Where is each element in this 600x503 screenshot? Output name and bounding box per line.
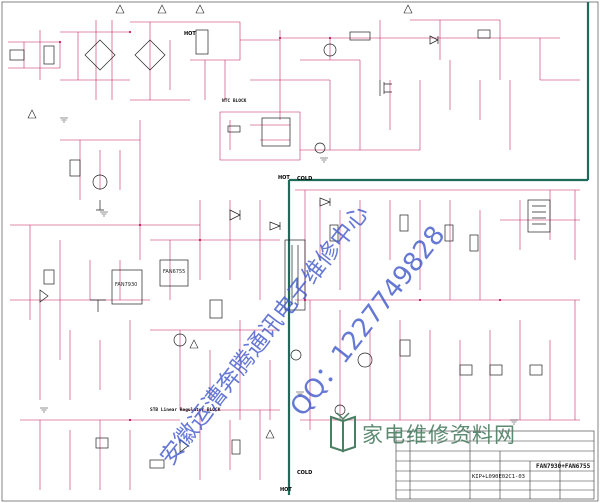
zone-hot-bottom: HOT	[280, 487, 292, 493]
zone-hot-top: HOT	[184, 31, 196, 37]
title-model: FAN7930+FAN6755	[536, 463, 591, 470]
junction-dots	[58, 30, 502, 422]
zone-cold-mid: COLD	[297, 176, 313, 182]
ground-symbols	[40, 117, 518, 425]
zone-cold-bottom: COLD	[297, 470, 313, 476]
wiring	[8, 19, 580, 490]
ic-fan7930-label: FAN7930	[115, 282, 138, 288]
stb-block-label: STB Linear Regulator BLOCK	[150, 408, 221, 413]
title-drawing-no: KIP+L090E02C1-03	[472, 474, 525, 480]
book-logo-icon	[330, 412, 356, 453]
ic-fan6755-label: FAN6755	[163, 269, 186, 275]
warning-triangles	[27, 4, 413, 439]
isolation-divider	[287, 2, 590, 495]
ntc-block-label: NTC BLOCK	[222, 99, 247, 104]
zone-hot-mid: HOT	[278, 175, 290, 181]
logo-site-name: 家电维修资料网	[362, 423, 516, 447]
title-block-frame	[395, 430, 595, 500]
